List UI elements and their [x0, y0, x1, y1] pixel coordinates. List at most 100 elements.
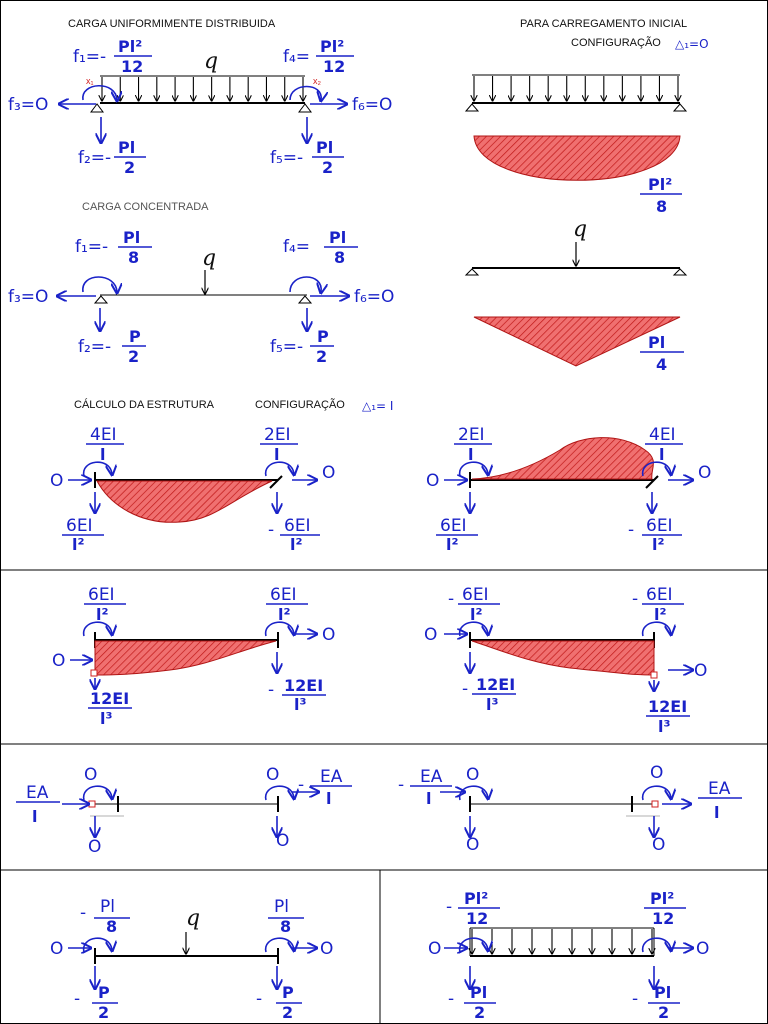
tr-m-left-sign: -: [448, 589, 454, 609]
c-f4-denominator: 8: [334, 248, 345, 267]
tr-v-left-den: l³: [486, 695, 499, 714]
c-f1-label: f₁=-: [75, 237, 108, 257]
initial-concentrated-q: q: [573, 217, 587, 242]
concentrated-load-section: CARGA CONCENTRADA q f₁=- Pl 8 f₄= Pl 8 f…: [8, 201, 394, 366]
c-f4-label: f₄=: [283, 237, 310, 257]
tl-m-right-num: 6EI: [270, 585, 297, 605]
final-uniform-load-arrows: [472, 929, 652, 954]
rr-v-right-sign: -: [628, 520, 634, 540]
fu-m-left-sign: -: [446, 897, 452, 917]
title-concentrated-load: CARGA CONCENTRADA: [82, 201, 209, 213]
f4-label: f₄=: [283, 47, 310, 67]
tl-axial-right: O: [322, 625, 335, 645]
tl-v-left-den: l³: [100, 709, 113, 728]
rl-v-left-num: 6EI: [66, 516, 93, 536]
rr-m-left-den: l: [468, 445, 473, 464]
c-f5-denominator: 2: [316, 347, 327, 366]
translation-right-shear-diagram: [471, 640, 655, 676]
al-n-right-num: EA: [320, 767, 343, 787]
fp-m-left-num: Pl: [100, 897, 115, 917]
ar-n-left-den: l: [426, 789, 431, 808]
f5-numerator: Pl: [316, 138, 333, 157]
parabolic-moment-diagram: [473, 135, 681, 181]
translation-right-case: - 6EI l² - 6EI l² O O - 12EI l³ 12EI l³: [424, 585, 707, 736]
initial-load-arrows: [474, 76, 678, 101]
ar-n-right-den: l: [714, 803, 719, 822]
tr-v-left-sign: -: [462, 679, 468, 699]
ar-m-left: O: [466, 765, 479, 785]
rr-m-left-num: 2EI: [458, 425, 485, 445]
final-uniform-load-case: - Pl² 12 Pl² 12 O O - Pl 2 - Pl 2: [428, 889, 709, 1022]
config-zero-eq: △₁=O: [675, 37, 709, 51]
tl-v-right-sign: -: [268, 680, 274, 700]
load-q-label: q: [204, 49, 218, 74]
fp-v-left-sign: -: [74, 989, 80, 1009]
fu-m-left-num: Pl²: [464, 889, 488, 908]
f6-label: f₆=O: [352, 95, 392, 115]
translation-left-case: 6EI l² 6EI l² O O 12EI l³ - 12EI l³: [52, 585, 335, 728]
tr-m-right-sign: -: [632, 589, 638, 609]
fp-m-left-den: 8: [106, 917, 117, 936]
tl-v-right-den: l³: [294, 695, 307, 714]
al-n-left-num: EA: [26, 783, 49, 803]
fp-m-right-den: 8: [280, 917, 291, 936]
c-f5-label: f₅=-: [270, 337, 303, 357]
al-n-left-den: l: [32, 807, 37, 826]
tl-m-left-num: 6EI: [88, 585, 115, 605]
uniform-moment-denominator: 8: [656, 197, 667, 216]
title-structure-calc: CÁLCULO DA ESTRUTURA: [74, 398, 215, 411]
ar-m-right: O: [650, 763, 663, 783]
concentrated-moment-denominator: 4: [656, 355, 667, 374]
fp-v-left-den: 2: [98, 1003, 109, 1022]
f1-denominator: 12: [121, 57, 143, 76]
rl-m-right-num: 2EI: [264, 425, 291, 445]
fp-m-left-sign: -: [80, 903, 86, 923]
fp-v-right-num: P: [282, 983, 294, 1002]
title-initial-loading: PARA CARREGAMENTO INICIAL: [520, 18, 687, 30]
fp-v-right-den: 2: [282, 1003, 293, 1022]
title-config-one: CONFIGURAÇÃO: [255, 398, 345, 411]
tr-axial-right: O: [694, 661, 707, 681]
fu-m-right-num: Pl²: [650, 889, 674, 908]
concentrated-q-label: q: [202, 246, 216, 271]
fu-v-left-den: 2: [474, 1003, 485, 1022]
rl-m-left-den: l: [100, 445, 105, 464]
al-m-right: O: [266, 765, 279, 785]
tr-m-right-den: l²: [654, 605, 667, 624]
tl-axial-left: O: [52, 651, 65, 671]
title-uniform-load: CARGA UNIFORMIMENTE DISTRIBUIDA: [68, 18, 276, 30]
f2-numerator: Pl: [118, 138, 135, 157]
rr-v-left-den: l²: [446, 535, 459, 554]
rr-axial-left: O: [426, 471, 439, 491]
f3-label: f₃=O: [8, 95, 48, 115]
c-f2-numerator: P: [129, 327, 141, 346]
final-q-label: q: [186, 906, 200, 931]
c-f1-numerator: Pl: [123, 228, 140, 247]
moment-arrow-right: [289, 85, 321, 101]
fp-v-left-num: P: [98, 983, 110, 1002]
tr-m-right-num: 6EI: [646, 585, 673, 605]
fp-m-right-num: Pl: [274, 897, 289, 917]
rotation-right-case: 2EI l 4EI l O O 6EI l² - 6EI l²: [426, 425, 711, 554]
tr-v-right-num: 12EI: [648, 697, 687, 716]
rl-v-right-den: l²: [290, 535, 303, 554]
rr-axial-right: O: [698, 463, 711, 483]
rr-v-left-num: 6EI: [440, 516, 467, 536]
rotation-left-moment-diagram: [96, 480, 273, 523]
moment-arrow-left: [82, 85, 117, 100]
ar-n-right-num: EA: [708, 779, 731, 799]
x1-label: x₁: [86, 76, 94, 86]
rr-m-right-den: l: [659, 445, 664, 464]
f1-label: f₁=-: [73, 47, 106, 67]
fu-m-left-den: 12: [466, 909, 488, 928]
title-config-zero: CONFIGURAÇÃO: [571, 36, 661, 49]
translation-left-shear-diagram: [94, 640, 277, 676]
rr-v-right-num: 6EI: [646, 516, 673, 536]
initial-uniform-diagram: PARA CARREGAMENTO INICIAL CONFIGURAÇÃO △…: [464, 18, 709, 216]
fp-v-right-sign: -: [256, 989, 262, 1009]
uniform-moment-numerator: Pl²: [648, 175, 672, 194]
tl-m-right-den: l²: [278, 605, 291, 624]
rl-v-left-den: l²: [72, 535, 85, 554]
tr-v-right-den: l³: [658, 717, 671, 736]
fu-axial-right: O: [696, 939, 709, 959]
